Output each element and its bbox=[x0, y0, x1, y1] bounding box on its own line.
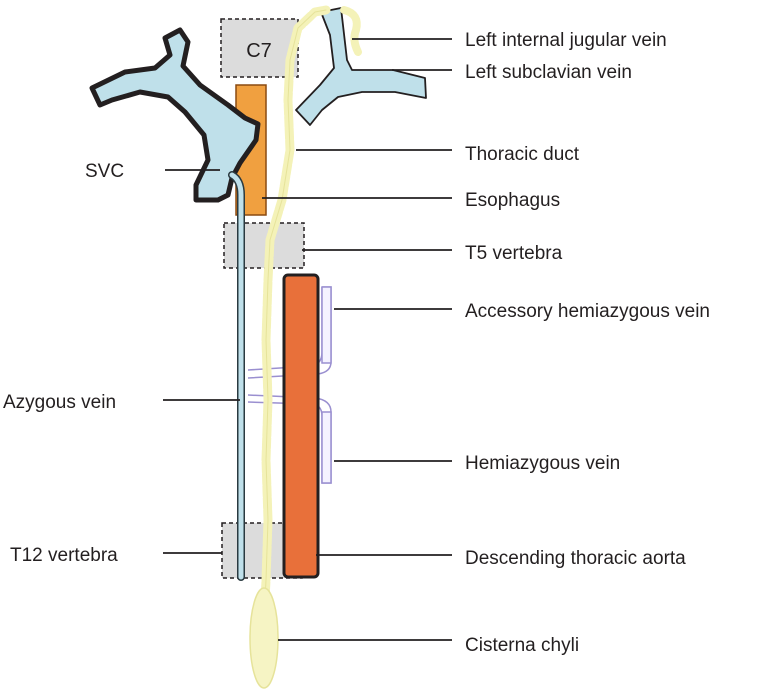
label-azygous-vein: Azygous vein bbox=[3, 392, 116, 413]
c7-label: C7 bbox=[246, 40, 272, 62]
t5-vertebra-box bbox=[223, 222, 305, 269]
label-cisterna-chyli: Cisterna chyli bbox=[465, 635, 579, 656]
label-left-subclavian-vein: Left subclavian vein bbox=[465, 62, 632, 83]
hemiazygous-vein-shape bbox=[321, 286, 332, 484]
label-accessory-hemiazygous-vein: Accessory hemiazygous vein bbox=[465, 301, 710, 322]
label-hemiazygous-vein: Hemiazygous vein bbox=[465, 453, 620, 474]
azygous-arch-inner bbox=[229, 172, 244, 580]
label-descending-thoracic-aorta: Descending thoracic aorta bbox=[465, 548, 686, 569]
label-t5-vertebra: T5 vertebra bbox=[465, 243, 563, 264]
cisterna-chyli-shape bbox=[249, 587, 279, 689]
label-left-internal-jugular-vein: Left internal jugular vein bbox=[465, 30, 667, 51]
label-svc: SVC bbox=[85, 161, 124, 182]
c7-vertebra-box bbox=[220, 18, 299, 78]
descending-aorta-shape bbox=[282, 273, 320, 579]
jugular-duct-loop bbox=[340, 6, 362, 56]
label-thoracic-duct: Thoracic duct bbox=[465, 144, 580, 165]
thoracic-duct-outline bbox=[262, 9, 327, 641]
label-esophagus: Esophagus bbox=[465, 190, 560, 211]
left-jugular-subclavian-shape bbox=[295, 7, 427, 126]
svc-shape bbox=[89, 27, 261, 203]
label-t12-vertebra: T12 vertebra bbox=[10, 545, 118, 566]
